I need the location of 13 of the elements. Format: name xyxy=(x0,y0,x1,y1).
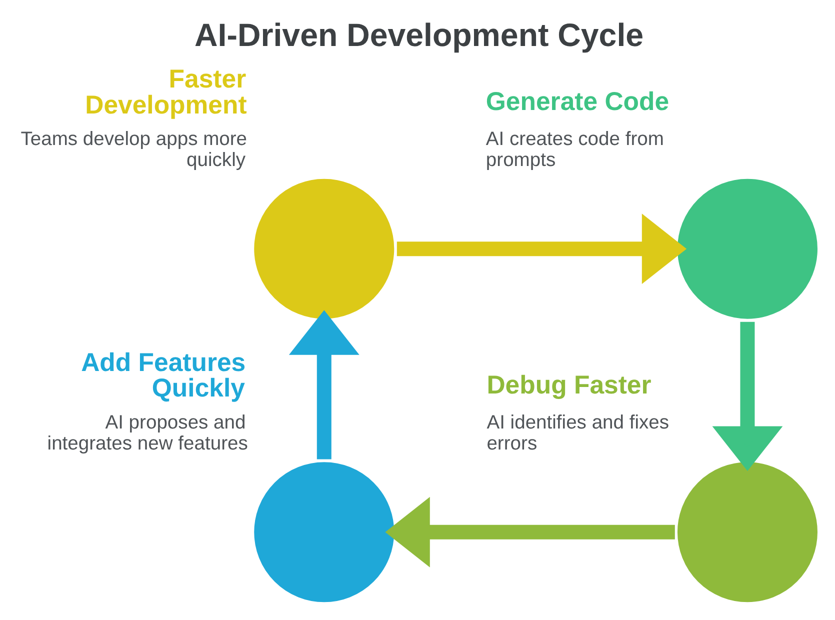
node-label: AI identifies and fixes errors xyxy=(486,412,670,454)
arrow xyxy=(385,496,675,568)
node-label: Faster Development xyxy=(85,66,247,120)
node-label: Add Features Quickly xyxy=(81,348,246,403)
diagram-title: AI-Driven Development Cycle xyxy=(194,17,644,54)
node-label: AI creates code from prompts xyxy=(486,129,664,172)
arrow xyxy=(288,310,360,460)
node-label: Generate Code xyxy=(486,88,670,116)
node-label: Teams develop apps more quickly xyxy=(20,129,248,172)
arrow xyxy=(712,322,783,471)
node-label: AI proposes and integrates new features xyxy=(47,412,248,454)
arrow xyxy=(396,214,687,284)
node-label: Debug Faster xyxy=(486,371,652,400)
